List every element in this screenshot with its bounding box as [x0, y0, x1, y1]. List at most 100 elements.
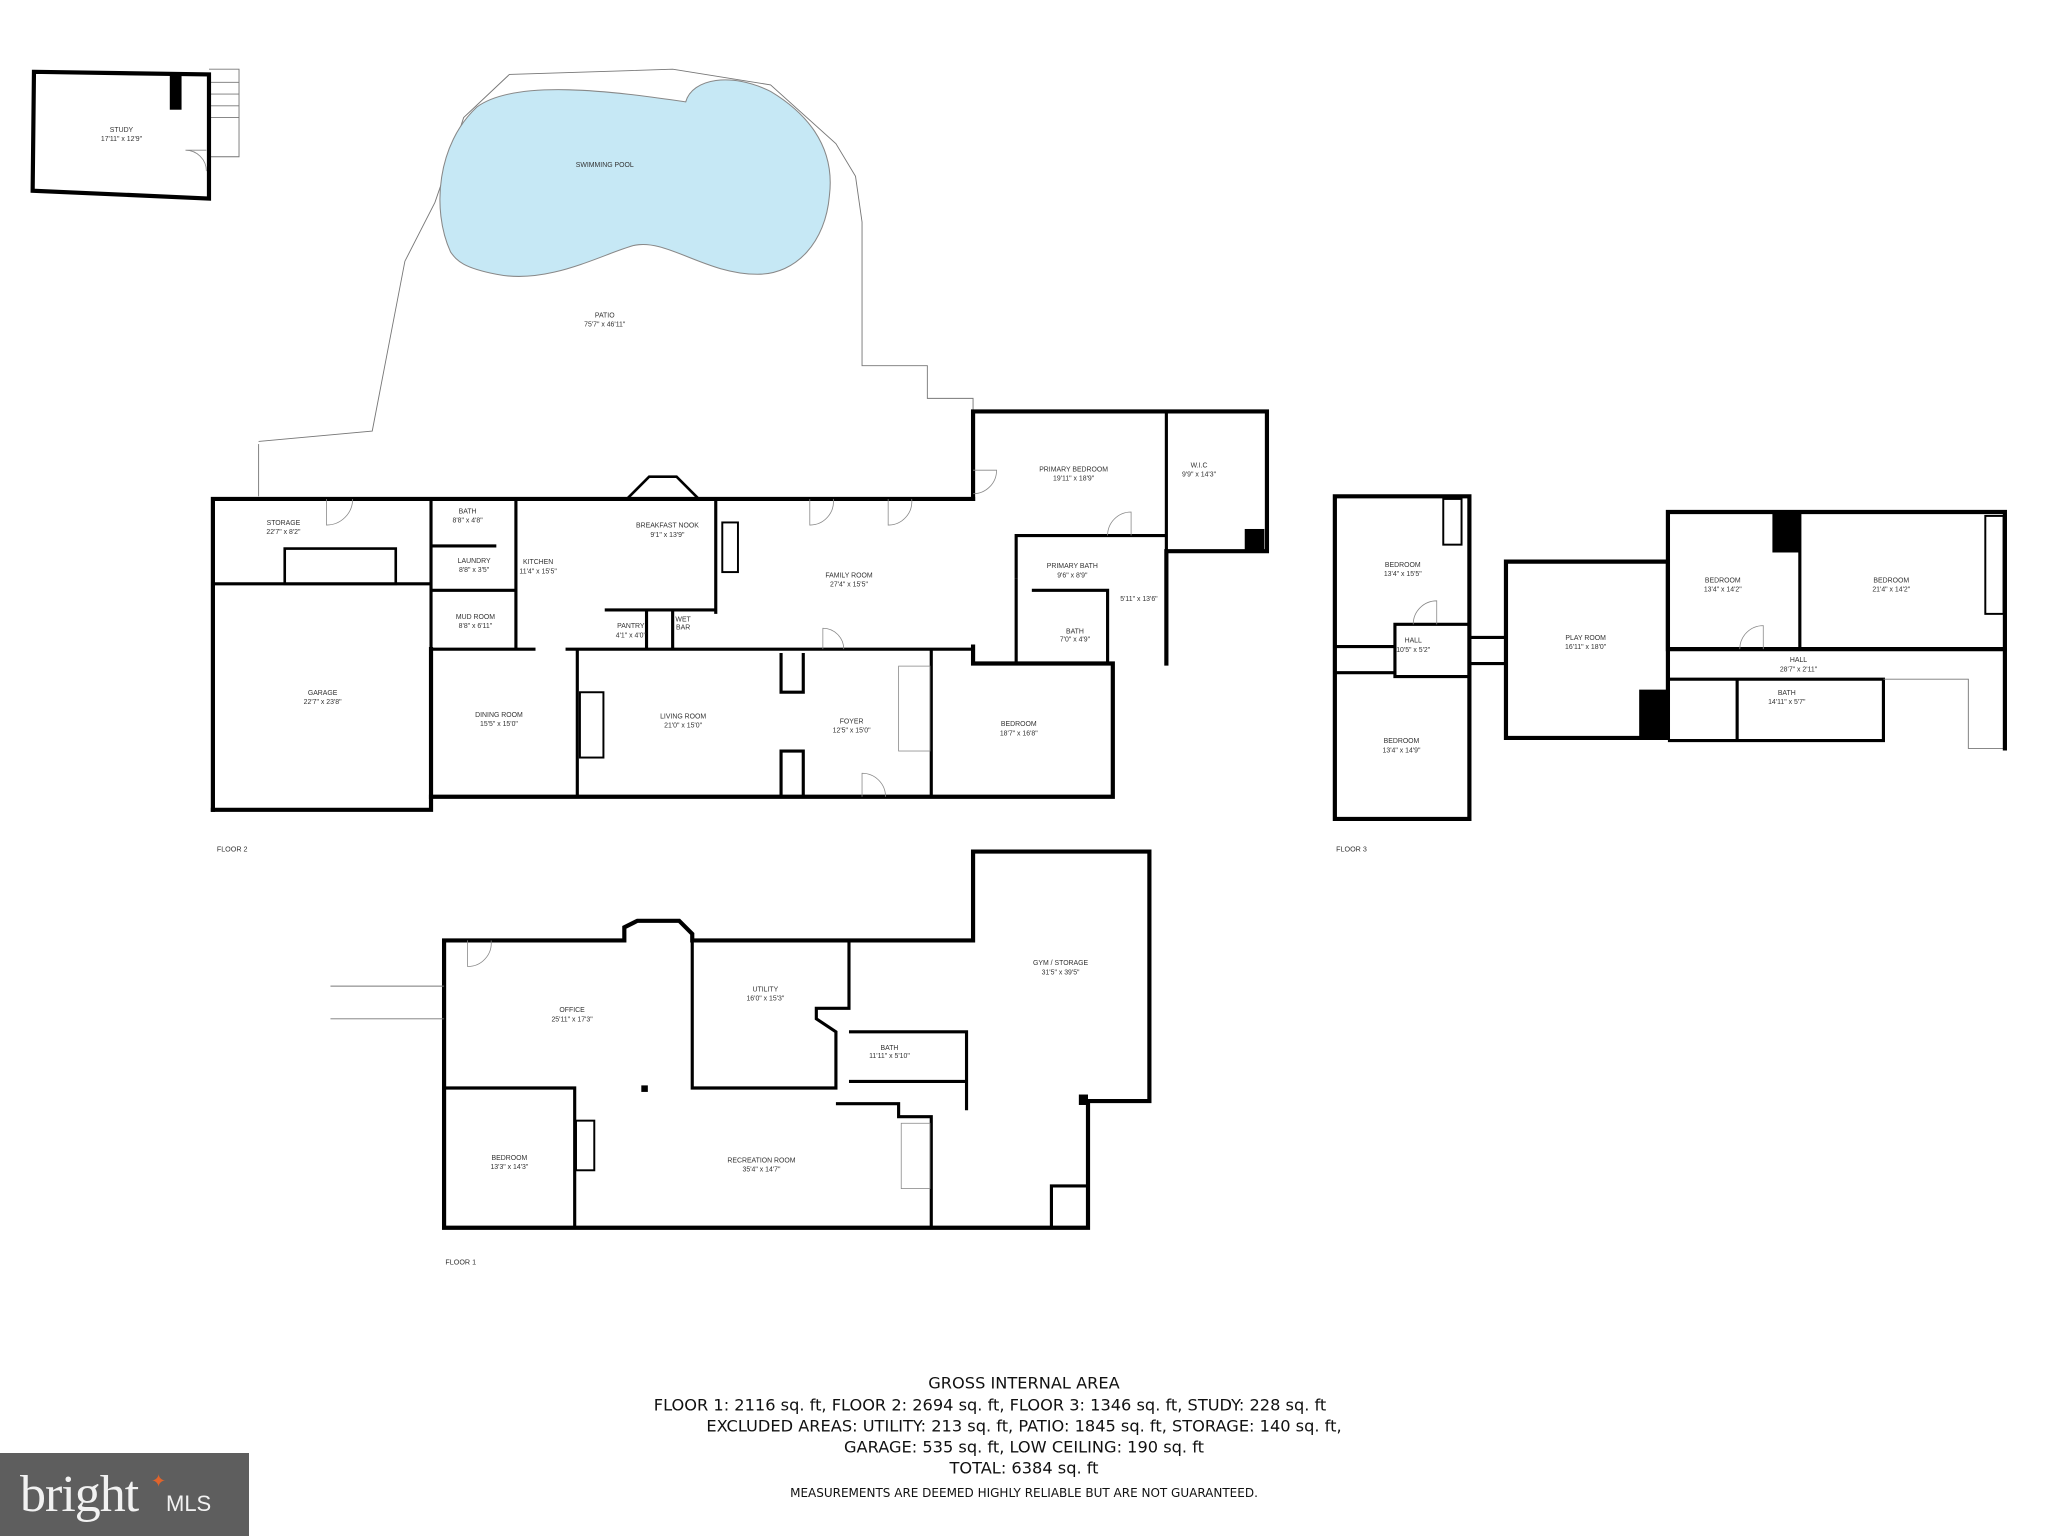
- study-label: STUDY 17'11" x 12'9": [101, 127, 143, 143]
- room-label: BATH: [1066, 628, 1084, 635]
- floor-1-walls: [330, 849, 1152, 1230]
- room-label: 21'0" x 15'0": [664, 723, 702, 730]
- room-label: 27'4" x 15'5": [830, 581, 868, 588]
- room-label: 17'11" x 12'9": [101, 136, 143, 143]
- room-label: 16'0" x 15'3": [746, 995, 784, 1002]
- room-label: 15'5" x 15'0": [480, 721, 518, 728]
- room-label: 10'5" x 5'2": [1396, 647, 1431, 654]
- room-label: 22'7" x 23'8": [304, 699, 342, 706]
- room-label: 75'7" x 46'11": [584, 322, 626, 329]
- room-label: 18'7" x 16'8": [1000, 730, 1038, 737]
- room-label: HALL: [1790, 657, 1807, 664]
- floor-3-label: FLOOR 3: [1336, 846, 1367, 854]
- room-label: STUDY: [110, 127, 134, 134]
- room-label: STORAGE 22'7" x 8'2": [266, 520, 301, 536]
- room-label: PRIMARY BEDROOM 19'11" x 18'9": [1039, 467, 1108, 483]
- room-label: STORAGE: [267, 520, 301, 527]
- pool-label: SWIMMING POOL: [576, 162, 634, 169]
- room-label: HALL: [1405, 638, 1422, 645]
- room-label: 8'8" x 6'11": [459, 623, 493, 630]
- room-label: 12'5" x 15'0": [833, 728, 871, 735]
- room-label: 7'0" x 4'9": [1060, 636, 1091, 643]
- room-label: BREAKFAST NOOK: [636, 523, 699, 530]
- room-label: 8'8" x 3'5": [459, 567, 490, 574]
- room-label: BEDROOM: [1873, 578, 1909, 585]
- room-label: DINING ROOM: [475, 712, 523, 719]
- room-label: PLAY ROOM: [1565, 635, 1606, 642]
- room-label: 8'8" x 4'8": [452, 517, 483, 524]
- room-label: BEDROOM 13'4" x 14'2": [1704, 578, 1742, 594]
- room-label: 16'11" x 18'0": [1565, 644, 1607, 651]
- summary-excluded-2: GARAGE: 535 sq. ft, LOW CEILING: 190 sq.…: [844, 1437, 1204, 1456]
- floor-2-labels: STORAGE 22'7" x 8'2" BATH 8'8" x 4'8" LAUN…: [217, 463, 1217, 854]
- room-label: 14'11" x 5'7": [1768, 699, 1806, 706]
- floor-3-walls: [1332, 494, 2007, 822]
- room-label: 13'4" x 14'2": [1704, 587, 1742, 594]
- room-label: DINING ROOM 15'5" x 15'0": [475, 712, 523, 728]
- room-label: BATH: [881, 1045, 899, 1052]
- summary-disclaimer: MEASUREMENTS ARE DEEMED HIGHLY RELIABLE …: [790, 1486, 1258, 1500]
- room-label: GARAGE: [308, 690, 338, 697]
- summary-floors: FLOOR 1: 2116 sq. ft, FLOOR 2: 2694 sq. …: [654, 1396, 1327, 1415]
- floor-2-label: FLOOR 2: [217, 846, 248, 854]
- room-label: BEDROOM: [492, 1155, 528, 1162]
- room-label: KITCHEN: [523, 559, 553, 566]
- room-label: PRIMARY BATH: [1047, 563, 1098, 570]
- room-label: 31'5" x 39'5": [1042, 969, 1080, 976]
- room-label: 11'11" x 5'10": [869, 1053, 910, 1060]
- summary-total: TOTAL: 6384 sq. ft: [948, 1458, 1098, 1477]
- room-label: 28'7" x 2'11": [1780, 666, 1818, 673]
- floor-1-label: FLOOR 1: [445, 1258, 476, 1266]
- room-label: LIVING ROOM 21'0" x 15'0": [660, 713, 706, 729]
- room-label: BATH: [459, 508, 477, 515]
- room-label: PLAY ROOM 16'11" x 18'0": [1565, 635, 1607, 651]
- room-label: BATH 8'8" x 4'8": [452, 508, 483, 524]
- room-label: 13'4" x 14'9": [1383, 747, 1421, 754]
- bright-mls-logo: bright ✦ MLS: [0, 1453, 249, 1536]
- room-label: 22'7" x 8'2": [266, 529, 301, 536]
- room-label: HALL 28'7" x 2'11": [1780, 657, 1818, 673]
- logo-star-icon: ✦: [151, 1471, 167, 1491]
- area-summary: GROSS INTERNAL AREA FLOOR 1: 2116 sq. ft…: [654, 1373, 1342, 1499]
- room-label: 5'11" x 13'6": [1120, 596, 1158, 603]
- logo-suffix: MLS: [166, 1491, 212, 1516]
- room-label: GARAGE 22'7" x 23'8": [304, 690, 342, 706]
- room-label: 9'1" x 13'9": [650, 532, 685, 539]
- room-label: BEDROOM: [1705, 578, 1741, 585]
- room-label: PATIO: [595, 312, 615, 319]
- room-label: HALL 10'5" x 5'2": [1396, 638, 1431, 654]
- room-label: BEDROOM 21'4" x 14'2": [1872, 578, 1910, 594]
- room-label: 9'9" x 14'3": [1182, 472, 1217, 479]
- room-label: WET: [675, 617, 691, 624]
- room-label: BREAKFAST NOOK 9'1" x 13'9": [636, 523, 699, 539]
- study-building: [30, 68, 240, 201]
- room-label: 4'1" x 4'0": [616, 632, 647, 639]
- room-label: 19'11" x 18'9": [1053, 476, 1095, 483]
- room-label: BEDROOM: [1385, 562, 1421, 569]
- room-label: LIVING ROOM: [660, 713, 706, 720]
- room-label: RECREATION ROOM: [727, 1157, 795, 1164]
- room-label: 21'4" x 14'2": [1872, 587, 1910, 594]
- summary-title: GROSS INTERNAL AREA: [928, 1373, 1119, 1392]
- room-label: PRIMARY BEDROOM: [1039, 467, 1108, 474]
